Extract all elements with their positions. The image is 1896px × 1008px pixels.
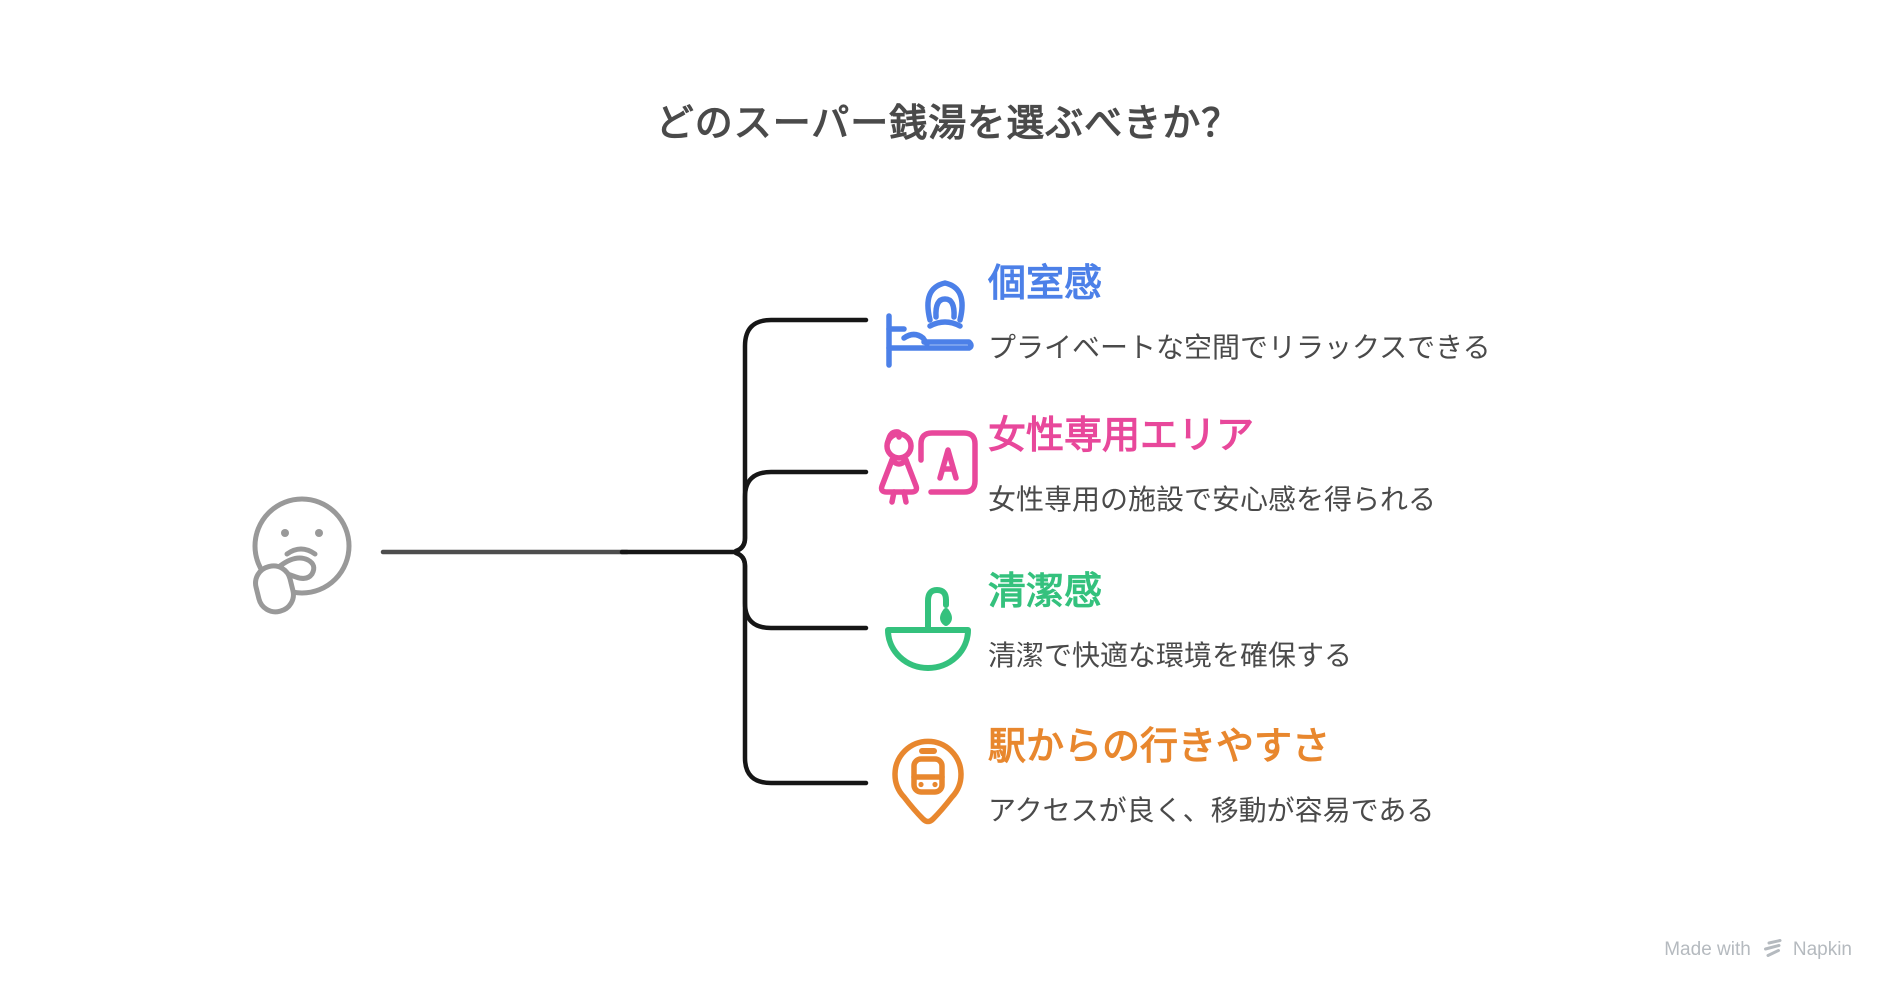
made-with-text: Made with (1664, 939, 1751, 960)
branch-label: 女性専用エリア (988, 415, 1255, 457)
branch-label: 個室感 (988, 263, 1103, 305)
washbasin-icon (876, 578, 980, 682)
branch-line-2 (733, 469, 869, 554)
thinking-face-icon (240, 486, 368, 622)
branch-line-4 (733, 550, 869, 786)
branch-description: 女性専用の施設で安心感を得られる (988, 484, 1437, 515)
brand-text: Napkin (1792, 939, 1852, 960)
page-title: どのスーパー銭湯を選ぶべきか？ (655, 103, 1241, 145)
branch-description: 清潔で快適な環境を確保する (988, 640, 1353, 671)
person-in-bed-icon (876, 270, 980, 374)
branch-description: プライベートな空間でリラックスできる (988, 332, 1491, 363)
branch-label: 駅からの行きやすさ (988, 726, 1331, 768)
branch-line-3 (733, 550, 869, 631)
branch-label: 清潔感 (988, 571, 1103, 613)
woman-sign-icon (876, 422, 980, 526)
made-with-napkin-link[interactable]: Made with Napkin (1664, 938, 1852, 962)
branch-line-1 (733, 317, 869, 554)
napkin-logo-icon (1760, 938, 1784, 962)
train-pin-icon (876, 733, 980, 837)
branch-description: アクセスが良く、移動が容易である (988, 795, 1435, 826)
